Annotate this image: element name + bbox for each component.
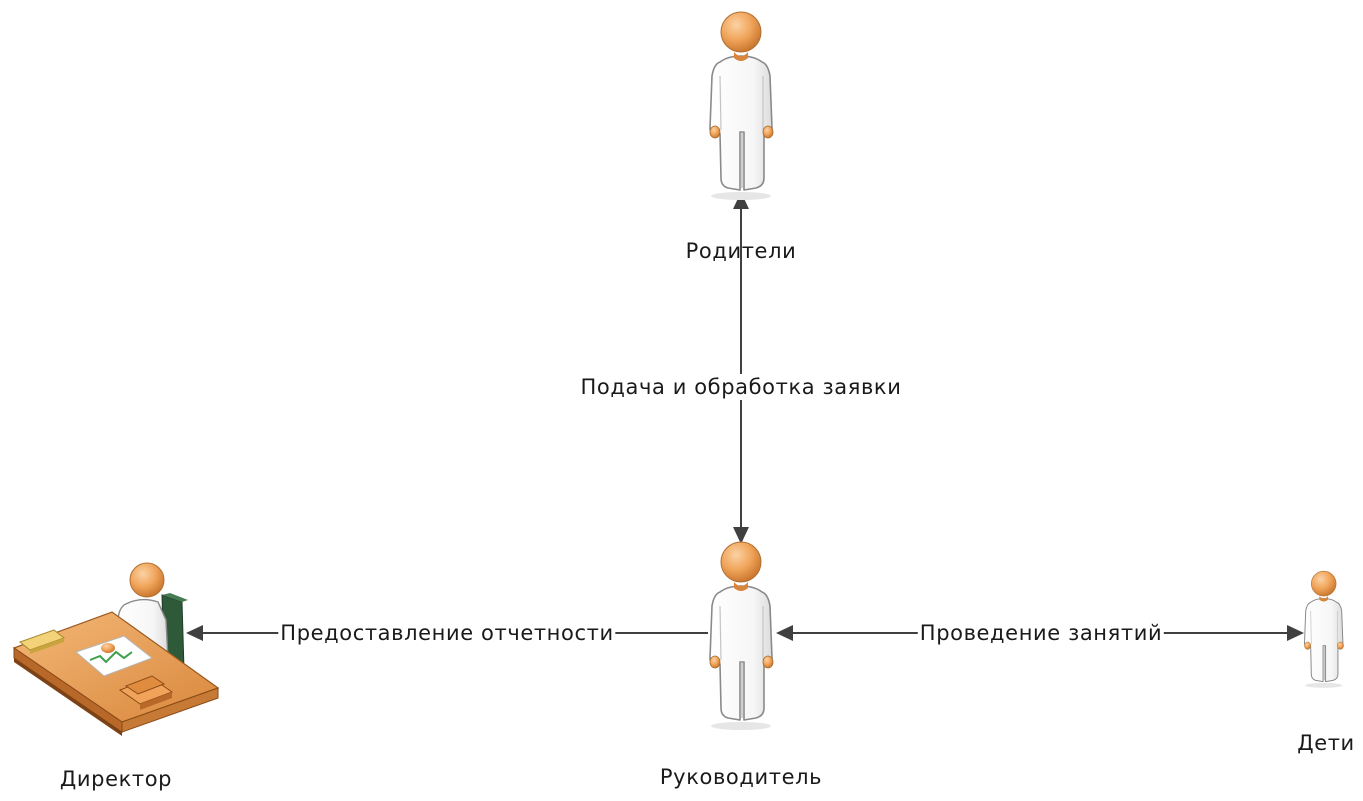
arrowhead-up-icon <box>733 192 749 209</box>
arrowhead-left-icon <box>776 625 793 641</box>
arrowhead-left-icon <box>186 625 203 641</box>
person-icon <box>709 11 774 201</box>
edge-label-manager-children: Проведение занятий <box>917 620 1165 646</box>
edge-label-manager-parents: Подача и обработка заявки <box>578 374 904 400</box>
node-label-parents: Родители <box>685 239 797 263</box>
arrowhead-down-icon <box>733 527 749 544</box>
person-icon <box>1303 570 1345 689</box>
node-label-manager: Руководитель <box>659 765 823 789</box>
person-icon <box>709 541 774 731</box>
node-label-children: Дети <box>1297 731 1355 755</box>
person-at-desk-icon <box>12 562 220 736</box>
edge-label-manager-director: Предоставление отчетности <box>278 620 616 646</box>
arrowhead-right-icon <box>1287 625 1304 641</box>
arrowheads <box>186 192 1304 641</box>
node-label-director: Директор <box>59 767 173 791</box>
